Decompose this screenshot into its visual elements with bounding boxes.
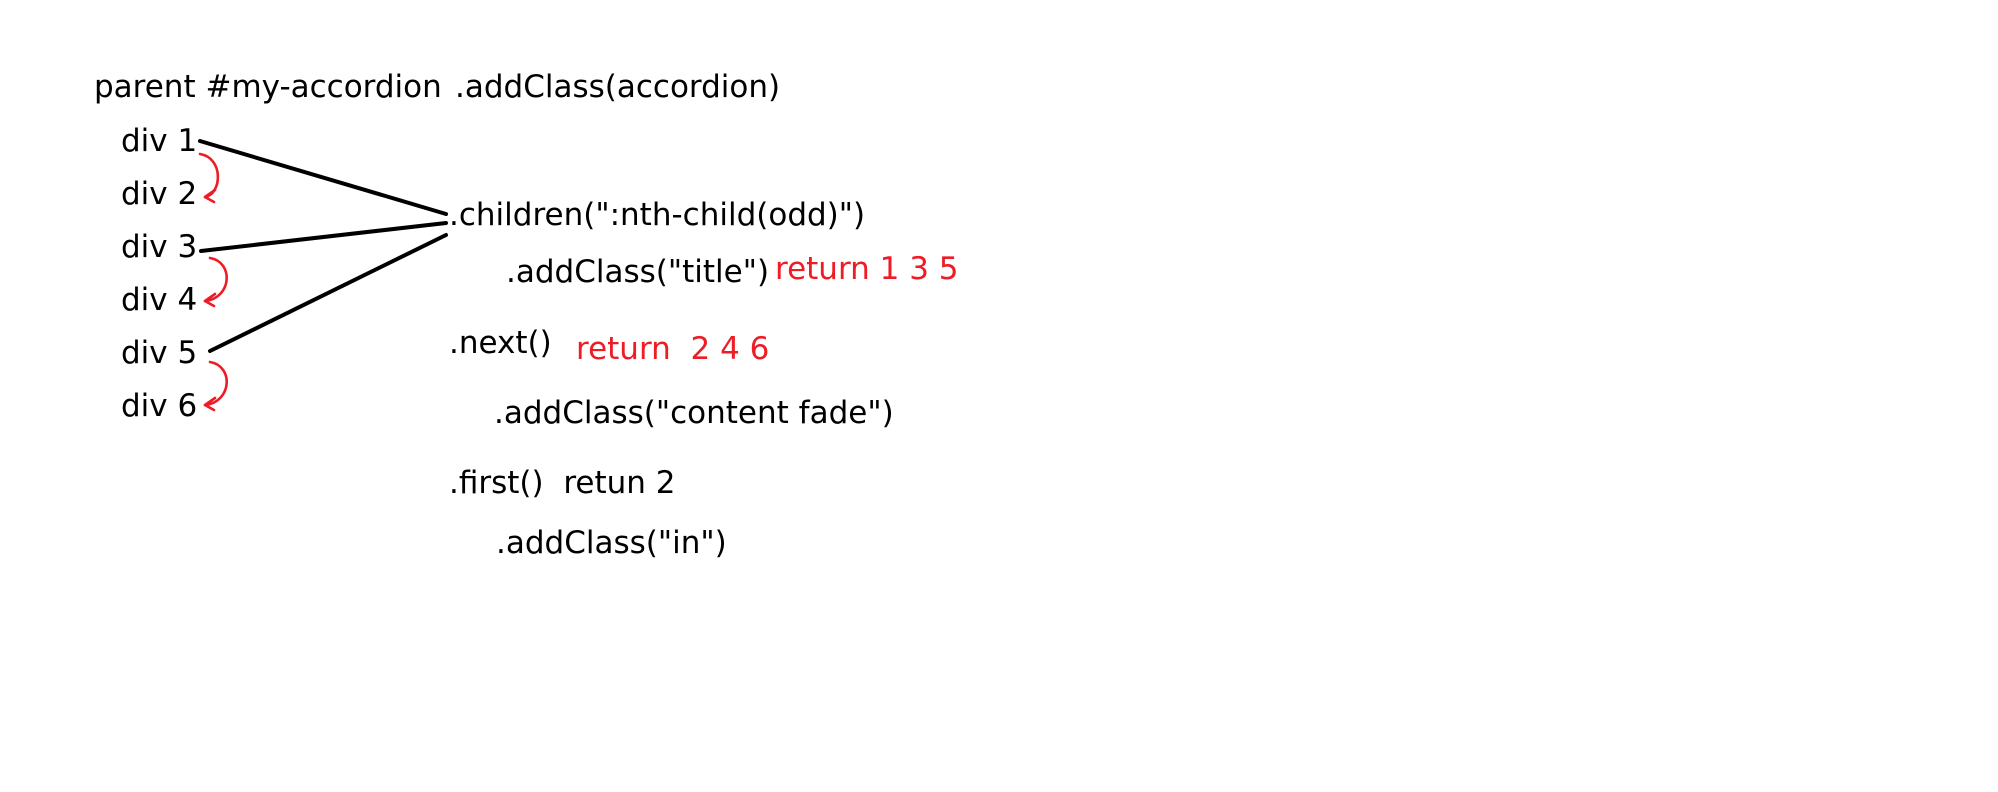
connector-div1-to-children [198, 139, 448, 216]
child-div-1: div 1 [121, 123, 198, 159]
chain-next-call: .next() [449, 325, 552, 361]
chain-children-call: .children(":nth-child(odd)") [449, 197, 866, 233]
next-arrow-icon-div5-div6 [203, 360, 228, 412]
chain-addclass-content-fade: .addClass("content fade") [494, 395, 894, 431]
chain-addclass-title: .addClass("title") [506, 254, 770, 290]
child-div-2: div 2 [121, 176, 198, 212]
next-arrow-icon-div3-div4 [203, 256, 228, 308]
chain-addclass-accordion: .addClass(accordion) [455, 69, 781, 105]
note-return-even: return 2 4 6 [576, 331, 770, 367]
chain-first-call: .first() retun 2 [449, 465, 676, 501]
connector-div5-to-children [208, 233, 448, 353]
connector-div3-to-children [199, 221, 448, 253]
child-div-3: div 3 [121, 229, 198, 265]
parent-label: parent #my-accordion [94, 69, 442, 105]
chain-addclass-in: .addClass("in") [496, 525, 727, 561]
next-arrow-icon-div1-div2 [198, 152, 220, 204]
child-div-4: div 4 [121, 282, 198, 318]
note-return-odd: return 1 3 5 [775, 251, 959, 287]
child-div-5: div 5 [121, 335, 198, 371]
child-div-6: div 6 [121, 388, 198, 424]
